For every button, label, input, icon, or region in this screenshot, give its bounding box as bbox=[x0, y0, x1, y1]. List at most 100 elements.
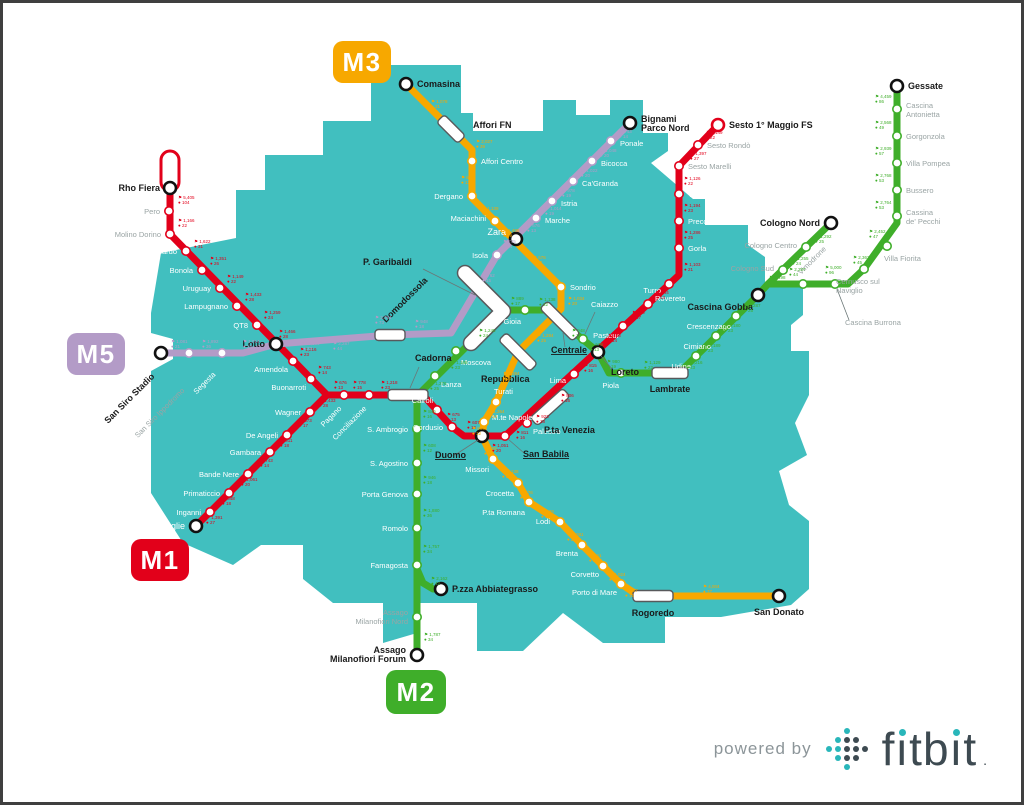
segment-steps-annotation: ⚑ 676● 13 bbox=[334, 380, 347, 390]
segment-steps-annotation: ⚑ 636● 12 bbox=[461, 175, 474, 185]
station-label-bicocca: Bicocca bbox=[601, 159, 628, 168]
segment-steps-annotation: ⚑ 2,764● 53 bbox=[875, 200, 892, 210]
station-palestro bbox=[521, 417, 532, 428]
station-gambara bbox=[264, 446, 275, 457]
station-p-ta-venezia bbox=[530, 388, 570, 426]
segment-steps-annotation: ⚑ 676● 13 bbox=[533, 255, 546, 265]
segment-steps-annotation: ⚑ 1,284● 25 bbox=[537, 333, 554, 343]
station-cimiano bbox=[710, 330, 721, 341]
station-label-lodi: Lodi bbox=[536, 517, 551, 526]
segment-steps-annotation: ⚑ 1,259● 24 bbox=[264, 310, 281, 320]
segment-steps-annotation: ⚑ 2,362● 45 bbox=[853, 255, 870, 265]
garibaldi-interchange bbox=[458, 266, 510, 350]
segment-steps-annotation: ⚑ 1,757● 34 bbox=[423, 544, 440, 554]
station-label-centrale: Centrale bbox=[551, 345, 587, 355]
station-maciachini bbox=[489, 216, 500, 227]
station-comasina bbox=[398, 76, 414, 92]
segment-steps-annotation: ⚑ 1,466● 28 bbox=[279, 329, 296, 339]
station-label-piola: Piola bbox=[602, 381, 620, 390]
station-villa-fiorita bbox=[881, 241, 892, 252]
badge-m3-label: M3 bbox=[342, 47, 381, 77]
station-label-cologno-sud: Cologno Sud bbox=[731, 264, 774, 273]
station-cologno-centro bbox=[800, 242, 811, 253]
station-label-sesto-rond: Sesto Rondò bbox=[707, 141, 750, 150]
spark-dot-dark bbox=[861, 746, 868, 752]
station-label-inganni: Inganni bbox=[176, 508, 201, 517]
station-repubblica bbox=[499, 333, 537, 371]
segment-steps-annotation: ⚑ 846● 16 bbox=[423, 409, 436, 419]
station-bussero bbox=[891, 185, 902, 196]
segment-steps-annotation: ⚑ 1,245● 24 bbox=[479, 328, 496, 338]
station-uruguay bbox=[215, 282, 226, 293]
station-label-lanza: Lanza bbox=[441, 380, 462, 389]
station-label-lotto: Lotto bbox=[243, 339, 266, 349]
station-label-villa-pompea: Villa Pompea bbox=[906, 159, 951, 168]
station-label-comasina: Comasina bbox=[417, 79, 461, 89]
segment-steps-annotation: ⚑ 2,498● 48 bbox=[769, 275, 786, 285]
station-label-famagosta: Famagosta bbox=[370, 561, 408, 570]
fitbit-trademark-dot: . bbox=[983, 752, 987, 768]
station-s-ambrogio bbox=[411, 423, 422, 434]
wordmark-letter: b bbox=[922, 723, 950, 775]
pointer-line-cascina-burrona bbox=[836, 288, 850, 321]
station-label-molino-dorino: Molino Dorino bbox=[115, 230, 161, 239]
station-rogoredo bbox=[632, 589, 674, 603]
station-piola bbox=[615, 367, 626, 378]
station-label-lampugnano: Lampugnano bbox=[184, 302, 228, 311]
segment-steps-annotation: ⚑ 3,784● 73 bbox=[375, 315, 392, 325]
station-wagner bbox=[304, 406, 315, 417]
segment-steps-annotation: ⚑ 605● 12 bbox=[472, 426, 485, 436]
station-dergano bbox=[466, 191, 477, 202]
segment-steps-annotation: ⚑ 743● 14 bbox=[608, 333, 621, 343]
segment-steps-annotation: ⚑ 2,939● 57 bbox=[875, 146, 892, 156]
station-cascina-antonietta bbox=[891, 104, 902, 115]
station-label-p-ta-venezia: P.ta Venezia bbox=[544, 425, 596, 435]
station-pagano bbox=[338, 389, 349, 400]
segment-steps-annotation: ⚑ 1,078● 21 bbox=[431, 99, 448, 109]
spark-dot-teal bbox=[834, 737, 841, 743]
spark-dot-teal bbox=[834, 755, 841, 761]
segment-steps-annotation: ⚑ 676● 13 bbox=[527, 223, 540, 233]
segment-steps-annotation: ⚑ 1,149● 22 bbox=[706, 130, 723, 140]
station-label-missori: Missori bbox=[465, 465, 489, 474]
station-bicocca bbox=[586, 156, 597, 167]
segment-steps-annotation: ⚑ 1,186● 23 bbox=[303, 341, 320, 351]
station-label-dergano: Dergano bbox=[434, 192, 463, 201]
station-label-cadorna: Cadorna bbox=[415, 353, 453, 363]
station-san-babila bbox=[499, 430, 510, 441]
station-label-villa-fiorita: Villa Fiorita bbox=[884, 254, 922, 263]
station-domodossola bbox=[374, 328, 406, 342]
station-label-udine: Udine bbox=[671, 362, 691, 371]
station-moscova bbox=[450, 345, 461, 356]
station-label-loreto: Loreto bbox=[611, 367, 640, 377]
station-rho-fiera bbox=[162, 180, 178, 196]
station-lampugnano bbox=[232, 300, 243, 311]
pointer-line-caiazzo bbox=[584, 311, 596, 335]
station-label-lima: Lima bbox=[550, 376, 567, 385]
station-assago-milanofiori-forum bbox=[409, 647, 425, 663]
station-missori bbox=[487, 453, 498, 464]
station-label-sesto-marelli: Sesto Marelli bbox=[688, 162, 732, 171]
station-sesto-marelli bbox=[673, 161, 684, 172]
segment-steps-annotation: ⚑ 589● 11 bbox=[541, 509, 554, 519]
station-label-lambrate: Lambrate bbox=[650, 384, 691, 394]
station-label-zara: Zara bbox=[487, 227, 506, 237]
station-cordusio bbox=[446, 421, 457, 432]
line-m2-route-2 bbox=[764, 219, 835, 288]
station-ponale bbox=[605, 136, 616, 147]
station-label-cordusio: Cordusio bbox=[413, 423, 443, 432]
station-san-siro-ippodromo bbox=[184, 347, 195, 358]
powered-by-text: powered by bbox=[713, 739, 812, 758]
segment-steps-annotation: ⚑ 778● 15 bbox=[353, 380, 366, 390]
badge-m1-label: M1 bbox=[140, 545, 179, 575]
station-label-affori-fn: Affori FN bbox=[473, 120, 512, 130]
segment-steps-annotation: ⚑ 743● 14 bbox=[619, 129, 632, 139]
station-label-bonola: Bonola bbox=[170, 266, 194, 275]
segment-steps-annotation: ⚑ 2,287● 44 bbox=[333, 341, 350, 351]
pointer-line-san-babila bbox=[507, 438, 525, 454]
station-label-istria: Istria bbox=[561, 199, 578, 208]
segment-steps-annotation: ⚑ 1,022● 20 bbox=[581, 168, 598, 178]
spark-dot-dark bbox=[852, 746, 859, 752]
